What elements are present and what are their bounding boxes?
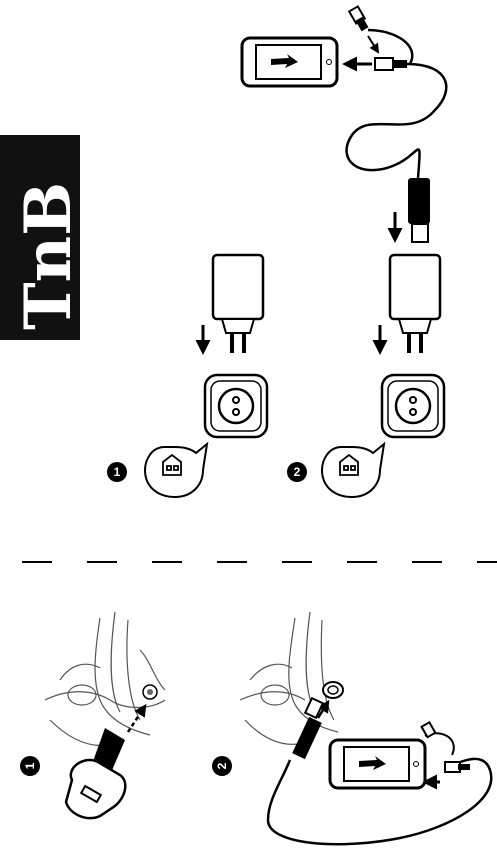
brand-logo: TnB xyxy=(0,135,86,340)
car-usb-cable-icon xyxy=(266,696,493,846)
car-console-illustration-2 xyxy=(239,611,339,745)
micro-usb-connector-icon xyxy=(347,5,407,71)
house-bubble-icon-1 xyxy=(143,441,209,499)
car-socket-icon-2 xyxy=(322,681,344,699)
car-console-illustration-1 xyxy=(44,611,166,747)
arrow-adapter xyxy=(367,35,380,54)
step-number: 1 xyxy=(114,465,121,479)
step-number: 1 xyxy=(23,762,37,769)
step-badge-car-1: 1 xyxy=(20,756,40,776)
wall-charger-icon-2 xyxy=(388,253,442,353)
phone-charging-icon-car xyxy=(328,738,427,790)
wall-charger-icon-1 xyxy=(211,253,265,353)
arrow-into-car-socket xyxy=(316,699,330,719)
usb-cable-icon xyxy=(345,28,448,179)
usb-a-plug-icon xyxy=(408,178,430,243)
step-badge-car-2: 2 xyxy=(212,756,232,776)
wall-socket-icon-1 xyxy=(203,373,269,439)
phone-charging-icon xyxy=(240,36,339,88)
step-badge-home-1: 1 xyxy=(107,462,127,482)
step-number: 2 xyxy=(294,465,301,479)
wall-socket-icon-2 xyxy=(380,373,446,439)
arrow-car-charger xyxy=(126,703,147,733)
car-charger-icon xyxy=(64,728,127,820)
car-socket-icon-1 xyxy=(142,684,158,700)
logo-text: TnB xyxy=(11,182,86,330)
house-bubble-icon-2 xyxy=(320,441,386,499)
step-badge-home-2: 2 xyxy=(287,462,307,482)
step-number: 2 xyxy=(215,762,229,769)
